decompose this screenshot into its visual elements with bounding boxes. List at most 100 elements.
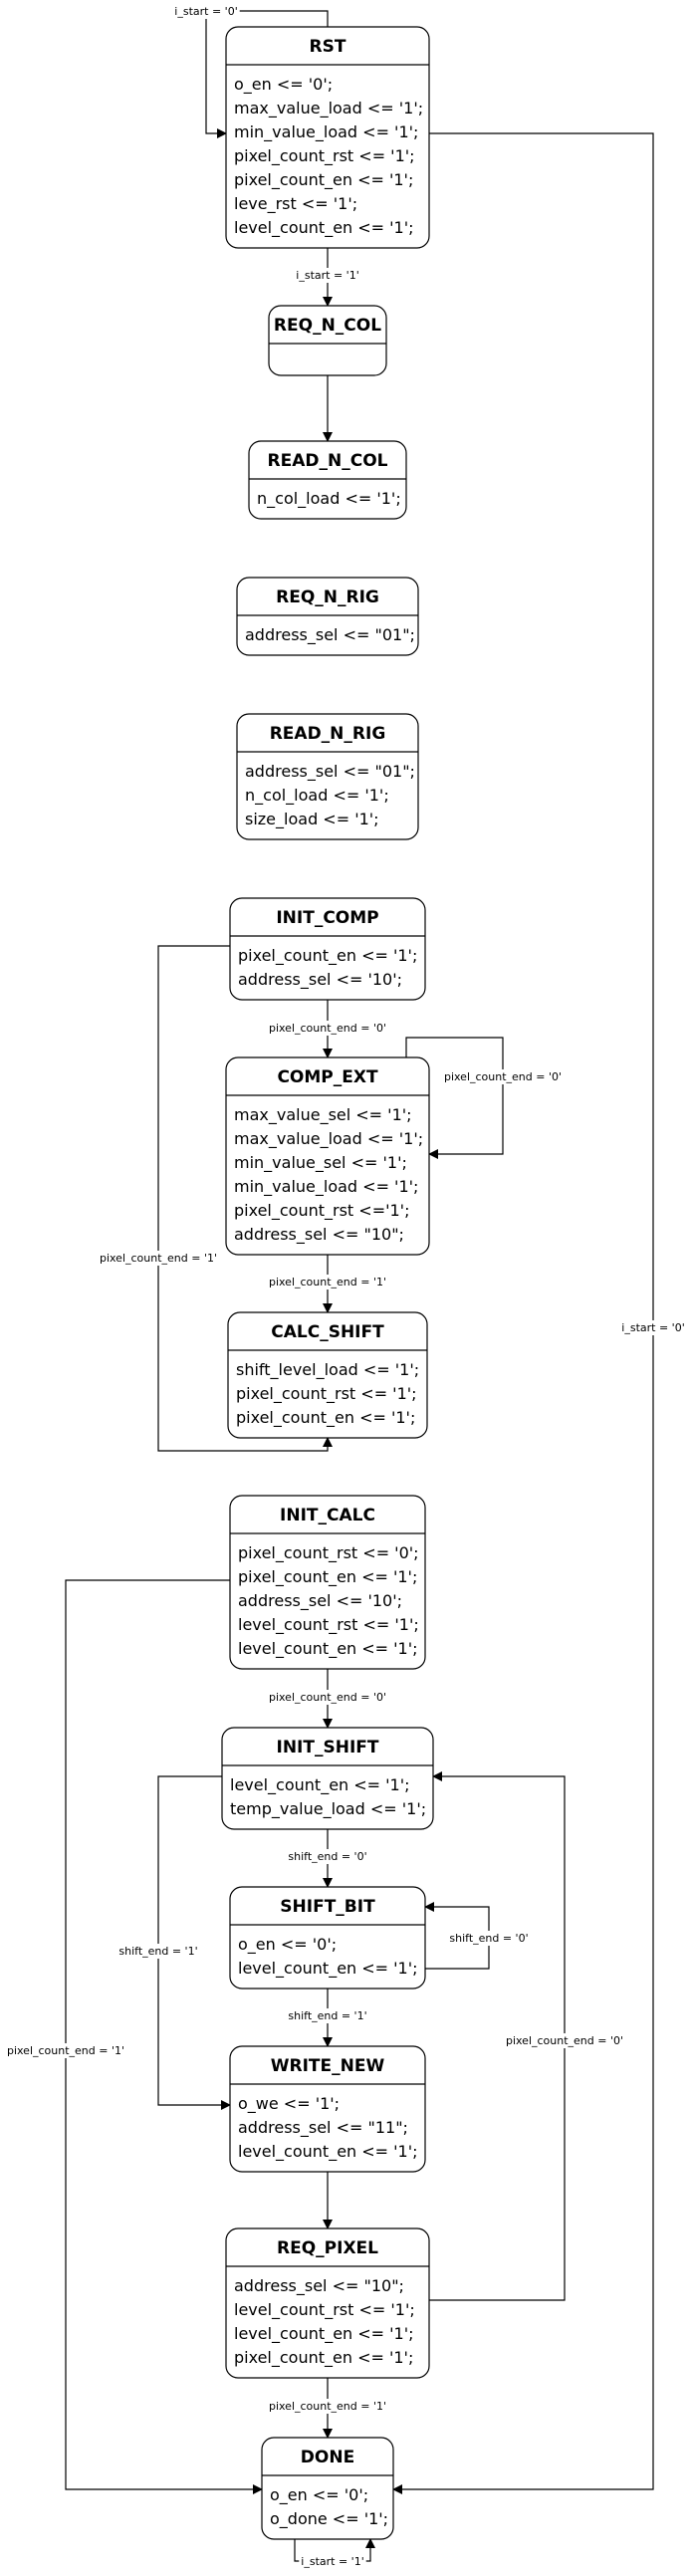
- labels-layer: i_start = '0' i_start = '1' i_start = '0' p…: [4, 4, 687, 2569]
- state-action: address_sel <= "11";: [238, 2118, 408, 2138]
- guard-background: [294, 268, 361, 283]
- state-title: READ_N_COL: [268, 451, 388, 471]
- state-action: pixel_count_rst <='1';: [234, 1201, 409, 1221]
- guard-label: shift_end = '0': [288, 1850, 366, 1863]
- guard-background: [441, 1069, 565, 1084]
- guard-label: i_start = '1': [301, 2555, 363, 2568]
- state-action: o_en <= '0';: [270, 2485, 368, 2505]
- state-req-n-col: REQ_N_COL: [268, 305, 387, 376]
- states-layer: RST o_en <= '0'; max_value_load <= '1'; min…: [221, 26, 434, 2540]
- state-action: level_count_en <= '1';: [234, 218, 414, 238]
- guard-label: pixel_count_end = '0': [506, 2034, 623, 2047]
- transition-guard: pixel_count_end = '0': [266, 1690, 389, 1705]
- state-action: o_en <= '0';: [234, 75, 333, 95]
- guard-background: [266, 1690, 389, 1705]
- state-box: [261, 2437, 394, 2540]
- guard-label: shift_end = '1': [118, 1945, 197, 1958]
- guard-background: [4, 2043, 127, 2058]
- guard-label: pixel_count_end = '1': [269, 1276, 386, 1288]
- state-action: level_count_en <= '1';: [234, 2324, 414, 2344]
- state-title: RST: [310, 37, 346, 57]
- transition-guard: i_start = '1': [294, 268, 361, 283]
- state-req-n-rig: REQ_N_RIG address_sel <= "01";: [236, 577, 419, 656]
- guard-background: [299, 2554, 366, 2569]
- state-title: READ_N_RIG: [270, 724, 386, 744]
- state-box: [236, 713, 419, 840]
- state-action: level_count_en <= '1';: [238, 1639, 418, 1659]
- state-action: address_sel <= "10";: [234, 1225, 404, 1245]
- guard-label: shift_end = '1': [288, 2009, 366, 2022]
- state-box: [229, 897, 426, 1001]
- state-action: level_count_en <= '1';: [238, 1959, 418, 1979]
- state-action: max_value_load <= '1';: [234, 1129, 423, 1149]
- state-action: n_col_load <= '1';: [245, 786, 389, 806]
- guard-label: pixel_count_end = '1': [269, 2400, 386, 2413]
- state-action: level_count_rst <= '1';: [238, 1615, 419, 1635]
- state-action: leve_rst <= '1';: [234, 194, 357, 214]
- state-title: INIT_CALC: [280, 1506, 375, 1525]
- state-action: pixel_count_rst <= '1';: [236, 1384, 417, 1404]
- guard-background: [286, 1849, 369, 1864]
- transition-comp-ext-self: [405, 1037, 504, 1159]
- state-title: DONE: [301, 2448, 354, 2467]
- guard-label: pixel_count_end = '1': [7, 2044, 124, 2057]
- state-box: [236, 577, 419, 656]
- state-box: [229, 2045, 426, 2173]
- guard-background: [266, 1275, 389, 1289]
- transition-init-comp-to-calc-shift: [157, 945, 333, 1452]
- state-action: max_value_sel <= '1';: [234, 1105, 412, 1125]
- state-action: n_col_load <= '1';: [257, 489, 401, 509]
- state-action: pixel_count_en <= '1';: [234, 170, 413, 190]
- transition-guard: pixel_count_end = '1': [266, 2399, 389, 2414]
- state-action: address_sel <= "01";: [245, 625, 415, 645]
- state-action: level_count_en <= '1';: [230, 1775, 410, 1795]
- guard-label: pixel_count_end = '0': [269, 1022, 386, 1035]
- state-action: size_load <= '1';: [245, 810, 379, 829]
- guard-label: pixel_count_end = '1': [100, 1252, 217, 1265]
- transition-init-calc-to-done: [65, 1579, 263, 2494]
- state-title: REQ_N_RIG: [276, 587, 379, 607]
- state-box: [248, 440, 407, 520]
- state-action: pixel_count_en <= '1';: [238, 1567, 417, 1587]
- state-shift-bit: SHIFT_BIT o_en <= '0'; level_count_en <= '…: [229, 1886, 426, 1990]
- transition-guard: pixel_count_end = '1': [4, 2043, 127, 2058]
- guard-background: [266, 2399, 389, 2414]
- guard-background: [619, 1320, 687, 1335]
- guard-background: [172, 4, 240, 19]
- transition-guard: i_start = '1': [299, 2554, 366, 2569]
- guard-background: [266, 1021, 389, 1036]
- state-action: min_value_load <= '1';: [234, 1177, 418, 1197]
- guard-label: i_start = '1': [296, 269, 358, 282]
- state-title: INIT_SHIFT: [277, 1738, 379, 1757]
- state-action: address_sel <= '10';: [238, 1591, 402, 1611]
- state-action: level_count_en <= '1';: [238, 2142, 418, 2162]
- state-title: SHIFT_BIT: [280, 1897, 375, 1917]
- transition-guard: pixel_count_end = '0': [503, 2033, 626, 2048]
- state-title: WRITE_NEW: [271, 2056, 385, 2076]
- state-action: min_value_sel <= '1';: [234, 1153, 407, 1173]
- state-action: pixel_count_en <= '1';: [234, 2348, 413, 2368]
- state-action: level_count_rst <= '1';: [234, 2300, 415, 2320]
- guard-label: i_start = '0': [174, 5, 237, 18]
- state-action: pixel_count_en <= '1';: [238, 946, 417, 966]
- transition-guard: shift_end = '0': [447, 1931, 531, 1946]
- state-action: max_value_load <= '1';: [234, 99, 423, 118]
- state-box: [221, 1727, 434, 1830]
- state-box: [225, 1056, 430, 1256]
- state-action: o_en <= '0';: [238, 1935, 337, 1955]
- guard-background: [503, 2033, 626, 2048]
- state-title: INIT_COMP: [276, 908, 378, 928]
- transition-guard: i_start = '0': [619, 1320, 687, 1335]
- guard-background: [97, 1251, 220, 1266]
- state-box: [229, 1886, 426, 1990]
- state-box: [229, 1495, 426, 1670]
- state-action: o_we <= '1';: [238, 2094, 340, 2114]
- transition-guard: shift_end = '1': [116, 1944, 200, 1959]
